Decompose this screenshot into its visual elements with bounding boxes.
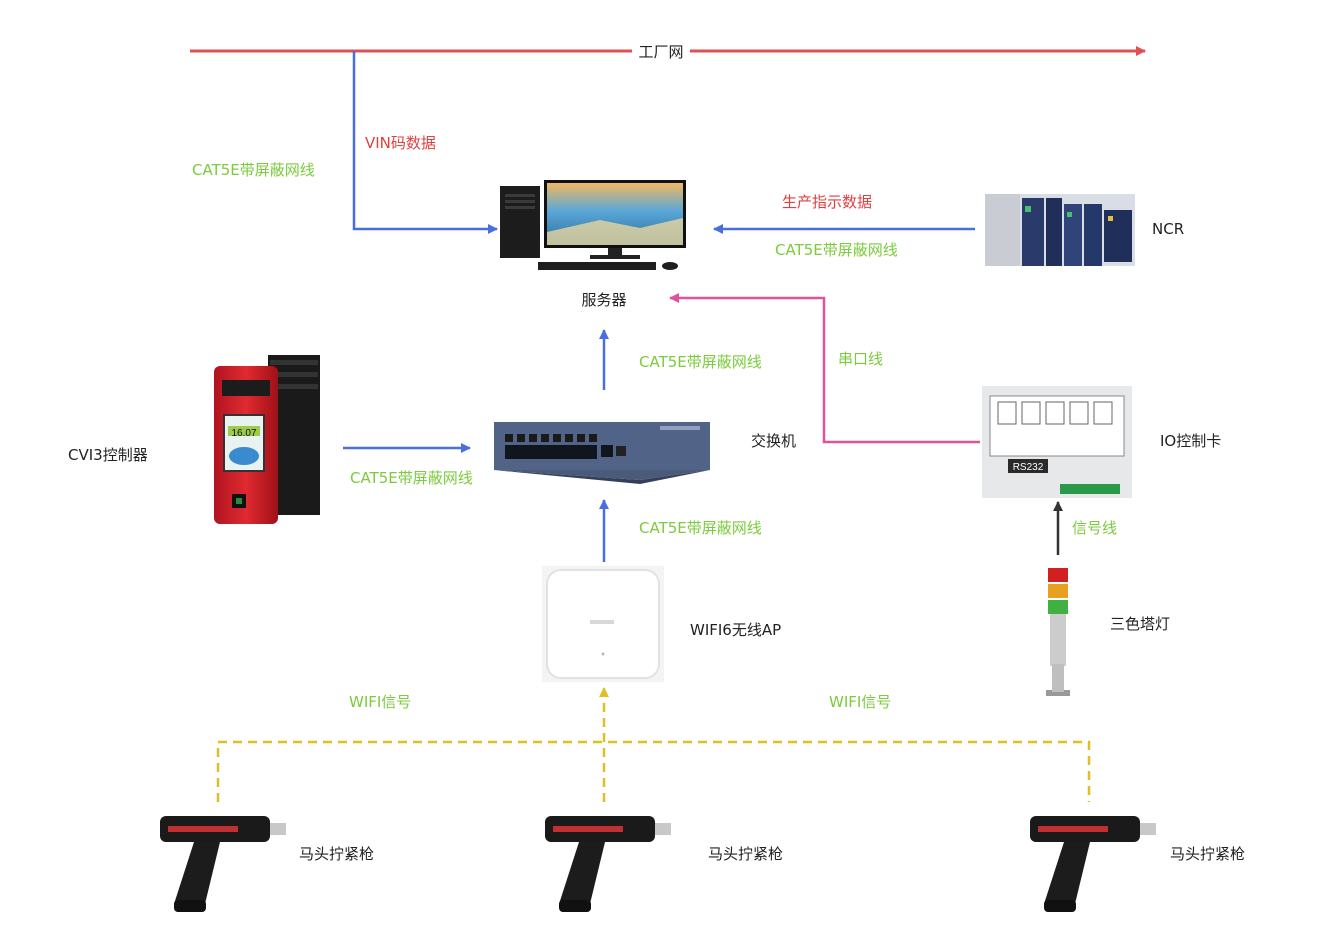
server-label: 服务器 [581, 291, 627, 309]
factory-network-label: 工厂网 [638, 43, 684, 61]
wifi-left-label: WIFI信号 [349, 693, 412, 711]
tower-light-label: 三色塔灯 [1110, 615, 1171, 633]
controller-icon [214, 355, 320, 524]
cat5e-left-label: CAT5E带屏蔽网线 [192, 161, 315, 179]
production-data-label: 生产指示数据 [782, 193, 873, 211]
ncr-label: NCR [1152, 220, 1185, 238]
io-plate-text: RS232 [1013, 462, 1044, 473]
signal-line-label: 信号线 [1072, 519, 1118, 537]
tool-label-2: 马头拧紧枪 [708, 845, 784, 863]
wifi-right-label: WIFI信号 [829, 693, 892, 711]
ap-label: WIFI6无线AP [690, 621, 782, 639]
factory-label-bg [632, 42, 690, 60]
link-factory-server [352, 51, 498, 234]
network-switch-icon [494, 422, 710, 484]
server-computer-icon [500, 180, 686, 270]
switch-label: 交换机 [751, 432, 797, 450]
plc-rack-icon [985, 194, 1135, 266]
serial-line-label: 串口线 [838, 350, 884, 368]
cat5e-ap-label: CAT5E带屏蔽网线 [639, 519, 762, 537]
io-board-icon [982, 386, 1132, 498]
io-card-label: IO控制卡 [1160, 432, 1222, 450]
cat5e-cvi3-label: CAT5E带屏蔽网线 [350, 469, 473, 487]
nutrunner-icon [545, 816, 671, 912]
nutrunner-icon [1030, 816, 1156, 912]
link-io-server-serial [669, 293, 980, 444]
cvi3-screen-value: 16.07 [231, 428, 256, 439]
link-wifi-bus [216, 740, 1091, 802]
nutrunner-icon [160, 816, 286, 912]
cvi3-label: CVI3控制器 [68, 446, 148, 464]
wireless-ap-icon [542, 566, 664, 682]
tower-light-icon [1046, 568, 1070, 696]
tool-label-1: 马头拧紧枪 [299, 845, 375, 863]
cat5e-switch-server-label: CAT5E带屏蔽网线 [639, 353, 762, 371]
vin-data-label: VIN码数据 [365, 134, 436, 152]
tool-label-3: 马头拧紧枪 [1170, 845, 1246, 863]
cat5e-ncr-label: CAT5E带屏蔽网线 [775, 241, 898, 259]
